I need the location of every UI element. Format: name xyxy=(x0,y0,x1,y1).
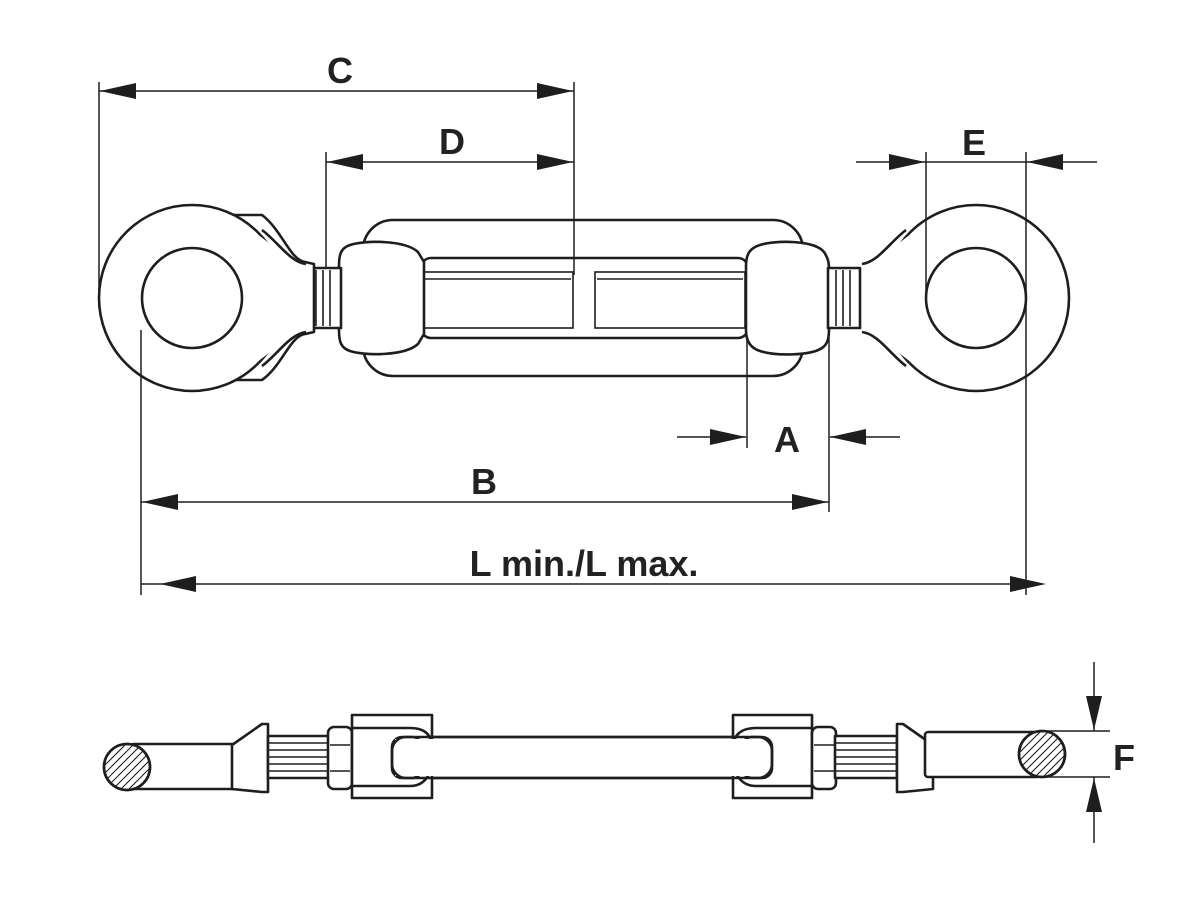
right-boss-side xyxy=(390,713,814,800)
dimension-c: C xyxy=(99,50,574,99)
left-rod-side xyxy=(102,722,354,794)
right-thread xyxy=(826,266,862,330)
label-a: A xyxy=(774,419,800,460)
left-boss xyxy=(337,240,426,356)
dimension-d: D xyxy=(326,121,574,170)
left-eye-bolt xyxy=(97,203,316,393)
body-frame xyxy=(361,218,805,378)
dimension-l: L min./L max. xyxy=(141,543,1046,592)
label-f: F xyxy=(1113,737,1135,778)
dimension-a: A xyxy=(677,419,900,460)
label-b: B xyxy=(471,461,497,502)
right-rod-side xyxy=(810,722,1067,794)
label-c: C xyxy=(327,50,353,91)
right-eye-bolt xyxy=(861,203,1071,393)
label-e: E xyxy=(962,122,986,163)
dimension-b: B xyxy=(141,461,829,510)
extension-lines xyxy=(98,82,1027,595)
right-boss xyxy=(744,240,831,356)
front-view: C D E A B xyxy=(97,50,1097,595)
dimension-e: E xyxy=(856,122,1097,170)
side-view: F xyxy=(102,662,1135,843)
label-l: L min./L max. xyxy=(470,543,699,584)
label-d: D xyxy=(439,121,465,162)
dimension-f: F xyxy=(1042,662,1135,843)
